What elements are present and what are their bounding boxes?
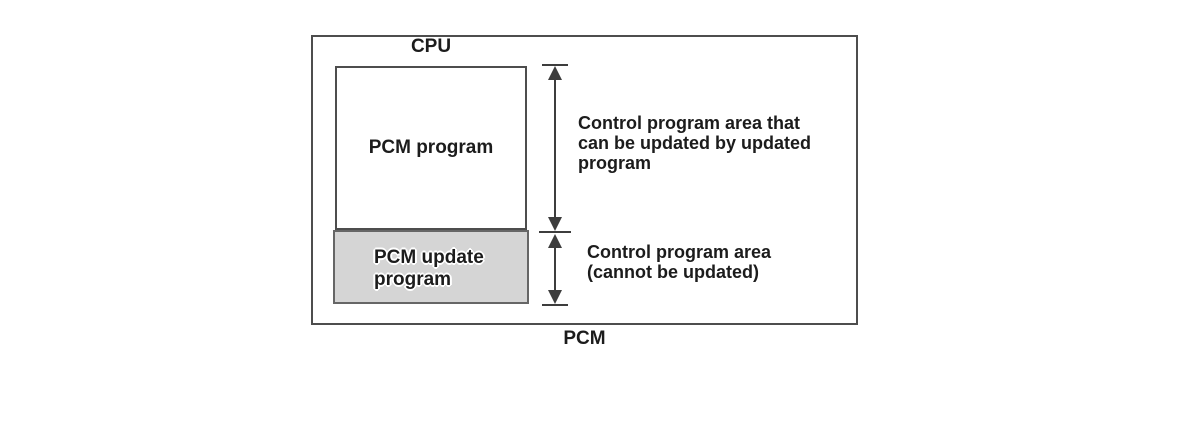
updatable-area-note: Control program area that can be updated… [578,113,811,173]
pcm-program-box: PCM program [335,66,527,230]
updatable-area-note-line1: Control program area that [578,113,801,133]
non-updatable-area-note: Control program area (cannot be updated) [587,242,771,282]
non-updatable-area-note-line1: Control program area [587,242,772,262]
cpu-label: CPU [410,36,452,57]
updatable-area-note-line2: can be updated by updated [578,133,812,153]
pcm-program-label: PCM program [368,137,494,158]
pcm-update-program-label-line1: PCM update [374,246,484,268]
pcm-update-program-box: PCM update program [333,230,529,304]
pcm-update-program-label-line2: program [374,268,452,290]
non-updatable-area-arrow-icon [542,234,568,306]
pcm-label: PCM [563,328,606,349]
non-updatable-area-note-line2: (cannot be updated) [587,262,759,282]
updatable-area-arrow-icon [539,64,571,233]
updatable-area-note-line3: program [578,153,652,173]
dimension-arrows [539,64,571,306]
